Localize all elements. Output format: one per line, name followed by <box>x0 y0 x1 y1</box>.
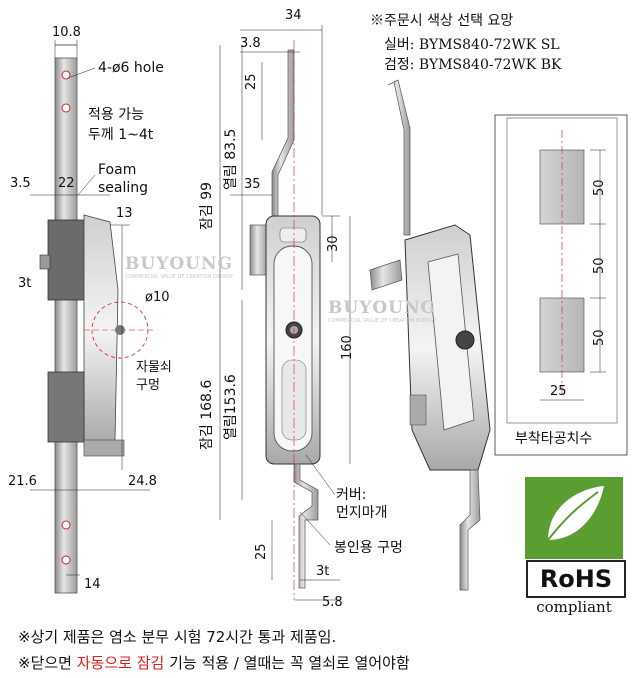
side-view <box>30 40 155 594</box>
dim-13: 13 <box>116 206 133 221</box>
dim-lock-168: 잠김 168.6 <box>199 379 215 450</box>
dim-3-5: 3.5 <box>10 176 31 191</box>
hole-label: 4-ø6 hole <box>98 60 164 76</box>
cover-label-2: 먼지마개 <box>336 505 388 521</box>
dim-35: 35 <box>244 177 261 192</box>
footer-line-1: ※상기 제품은 염소 분무 시험 72시간 통과 제품임. <box>18 628 337 646</box>
order-note-silver: 실버: BYMS840-72WK SL <box>384 37 560 53</box>
cover-label-1: 커버: <box>336 487 367 503</box>
dim-5-8: 5.8 <box>322 595 343 610</box>
cutout-panel <box>494 114 628 456</box>
dim-open-153: 열림153.6 <box>223 374 239 440</box>
footer-line-2: ※닫으면 자동으로 잠김 기능 적용 / 열때는 꼭 열쇠로 열어야함 <box>18 652 410 673</box>
cutout-dim-50-mid: 50 <box>592 257 607 274</box>
thickness-label-1: 적용 가능 <box>88 107 144 123</box>
dim-24-8: 24.8 <box>128 474 157 489</box>
dim-22: 22 <box>58 176 75 191</box>
rohs-label: RoHS <box>526 560 626 598</box>
lock-label-1: 자물쇠 <box>136 360 172 375</box>
rohs-leaf-icon <box>525 477 623 559</box>
dim-25-bottom: 25 <box>254 543 269 560</box>
watermark-logo-2: BUYOUNG <box>328 298 437 318</box>
dim-14: 14 <box>84 577 101 592</box>
dim-3t-left: 3t <box>18 276 32 291</box>
thickness-label-2: 두께 1~4t <box>88 127 154 143</box>
cutout-title: 부착타공치수 <box>515 431 593 447</box>
dim-3t-center: 3t <box>316 564 330 579</box>
front-view <box>219 25 351 601</box>
dim-10-8: 10.8 <box>52 25 81 40</box>
foam-label-1: Foam <box>98 162 137 178</box>
seal-hole-label: 봉인용 구멍 <box>334 540 403 556</box>
order-note-title: ※주문시 색상 선택 요망 <box>370 13 514 29</box>
dim-160: 160 <box>340 335 355 360</box>
cutout-dim-25: 25 <box>550 384 567 399</box>
dim-open-83: 열림 83.5 <box>223 128 239 190</box>
dim-34: 34 <box>285 8 302 23</box>
footer-line-2-pre: ※닫으면 <box>18 654 77 672</box>
dim-lock-99: 잠김 99 <box>199 181 215 230</box>
footer-line-2-highlight: 자동으로 잠김 <box>76 654 165 672</box>
watermark-sub-2: COMMERCIAL VALUE OF CREATION ENERGY <box>328 318 437 324</box>
dim-3-8: 3.8 <box>240 36 261 51</box>
dim-phi10: ø10 <box>145 290 170 305</box>
cutout-dim-50-bottom: 50 <box>592 329 607 346</box>
order-note-black: 검정: BYMS840-72WK BK <box>384 57 562 73</box>
dim-25-top: 25 <box>244 73 259 90</box>
cutout-dim-50-top: 50 <box>592 179 607 196</box>
rohs-sub: compliant <box>536 598 612 616</box>
dim-21-6: 21.6 <box>8 474 37 489</box>
watermark-sub: COMMERCIAL VALUE OF CREATION ENERGY <box>125 274 234 280</box>
dim-30: 30 <box>326 235 341 252</box>
iso-view <box>369 79 491 591</box>
foam-label-2: sealing <box>98 180 149 196</box>
watermark-logo: BUYOUNG <box>125 254 234 274</box>
lock-label-2: 구멍 <box>136 378 160 393</box>
footer-line-2-post: 기능 적용 / 열때는 꼭 열쇠로 열어야함 <box>164 654 410 672</box>
